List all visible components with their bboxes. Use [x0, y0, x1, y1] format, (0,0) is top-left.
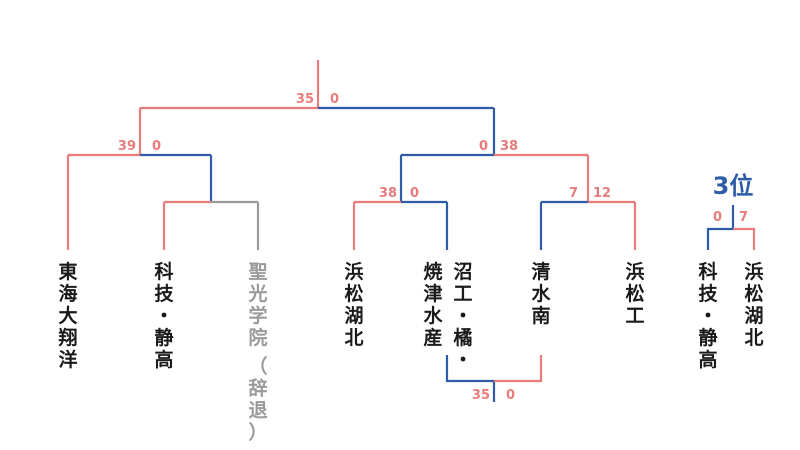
third-place-winner-line: [733, 227, 756, 250]
r1-right-score: 0: [506, 388, 515, 403]
team-name-1: 東海大翔洋: [57, 260, 77, 371]
semi-left-left-score: 39: [118, 139, 136, 154]
r1-winner-line: [494, 355, 543, 383]
team-name-8: 浜松工: [625, 261, 644, 327]
team-name-7: 清水南: [531, 260, 551, 327]
third-place-left-score: 0: [713, 210, 722, 225]
third-place-loser-line: [706, 205, 735, 250]
qf-right-b-left-score: 7: [569, 186, 578, 201]
semi-right-left-score: 0: [479, 139, 488, 154]
team-name-2: 科技・静高: [154, 260, 174, 371]
third-place-title: 3位: [713, 172, 754, 200]
final-right-score: 0: [330, 92, 339, 107]
r1-left-score: 35: [472, 388, 490, 403]
semi-right-winner-line: [494, 153, 590, 202]
r1-loser-line: [445, 355, 496, 402]
final-left-score: 35: [296, 92, 314, 107]
qf-right-a-left-score: 38: [379, 186, 397, 201]
team-name-6: 沼工・橘・: [452, 260, 472, 371]
qf-right-b-loser-line: [539, 200, 588, 250]
semi-right-right-score: 38: [500, 139, 518, 154]
team-name-4: 浜松湖北: [344, 261, 363, 349]
qf-left-withdrawn-line: [211, 200, 260, 250]
semi-right-loser-line: [399, 153, 494, 202]
final-loser-line: [318, 106, 496, 155]
qf-right-b-right-score: 12: [593, 186, 611, 201]
qf-right-a-winner-line: [352, 200, 401, 250]
team-name-5: 焼津水産: [423, 260, 443, 349]
semi-left-loser-line: [140, 153, 213, 202]
third-place-team-1: 科技・静高: [698, 260, 718, 371]
qf-right-a-loser-line: [401, 200, 449, 250]
bracket-lines: [66, 60, 756, 402]
team-name-3: 聖光学院: [247, 261, 267, 349]
qf-right-a-right-score: 0: [410, 186, 419, 201]
semi-left-winner-line: [66, 153, 140, 250]
semi-left-right-score: 0: [152, 139, 161, 154]
final-winner-line: [138, 60, 320, 155]
team-note-3: （辞退）: [248, 355, 267, 444]
qf-right-b-winner-line: [588, 200, 637, 250]
qf-left-winner-line: [162, 200, 211, 250]
third-place-team-2: 浜松湖北: [744, 261, 763, 349]
third-place-right-score: 7: [739, 210, 748, 225]
scores: 35 0 39 0 0 38 38 0 7 12 35 0 0 7: [118, 92, 748, 403]
